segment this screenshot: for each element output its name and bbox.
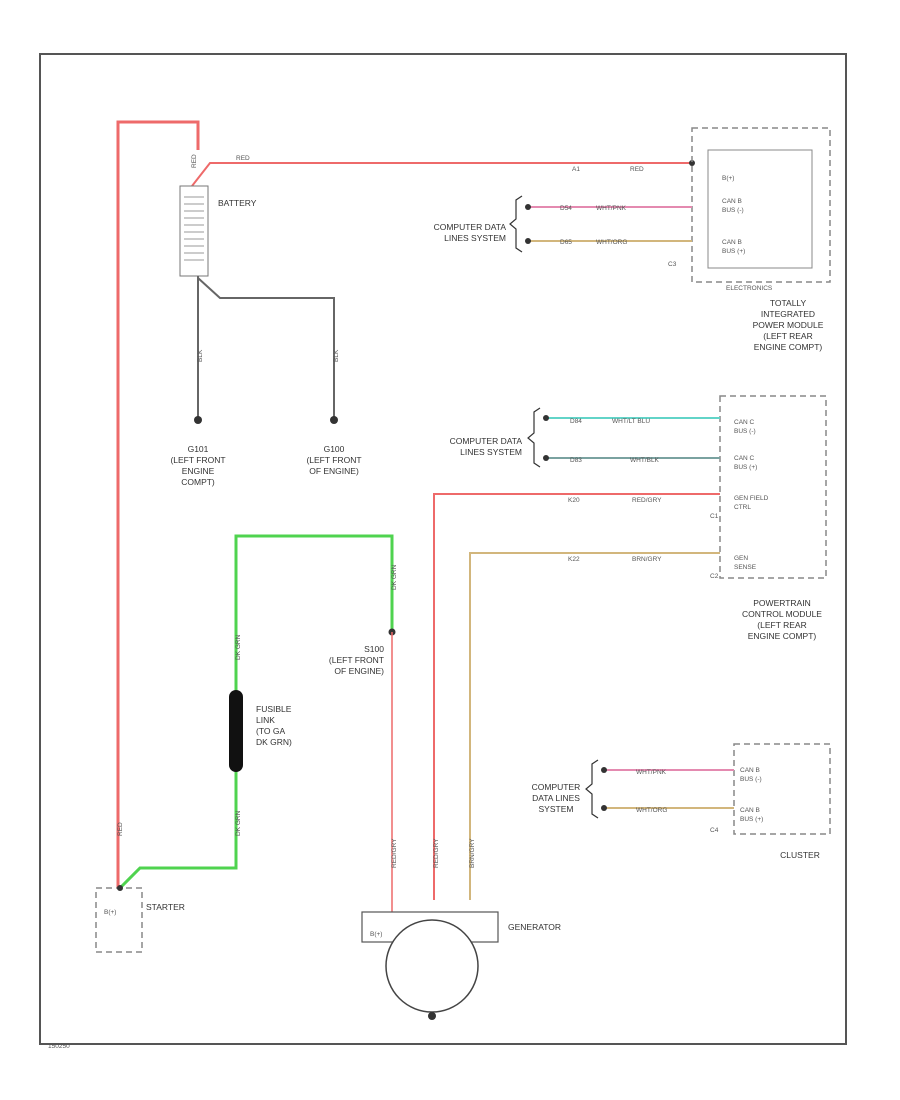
gen-field-color: RED/GRY — [632, 497, 662, 504]
starter-red-color: RED — [117, 822, 124, 836]
tipm-outline — [691, 127, 831, 283]
ground-g100-icon — [330, 416, 338, 424]
ground-g101-icon — [194, 416, 202, 424]
gen-k20-color: RED/GRY — [433, 838, 440, 868]
tipm-canb-pos-node — [525, 238, 531, 244]
cluster-outline — [733, 743, 831, 835]
wire-code-ground-1: BLK — [197, 349, 204, 362]
tipm-connector-c3: C3 — [668, 261, 677, 268]
pcm-outline — [719, 395, 827, 579]
pcm-canc-neg-node — [543, 415, 549, 421]
battery-cells-icon — [184, 196, 204, 261]
pcm-canc-pos-code: D83 — [570, 457, 582, 464]
cluster-connector-c4: C4 — [710, 827, 719, 834]
pcm-connector-c2: C2 — [710, 573, 719, 580]
cluster-name-label: CLUSTER — [780, 850, 820, 860]
gen-sense-color: BRN/GRY — [632, 556, 662, 563]
tipm-electronics-label: ELECTRONICS — [726, 285, 773, 292]
gen-field-code: K20 — [568, 497, 580, 504]
starter-pin-label: B(+) — [104, 909, 116, 916]
fusible-link-icon — [229, 690, 243, 772]
wire-code-red-top: RED — [191, 154, 198, 168]
cluster-canb-pos-color: WHT/ORG — [636, 807, 667, 814]
cluster-bracket — [585, 759, 599, 819]
pcm-canc-neg-color: WHT/LT BLU — [612, 418, 650, 425]
battery-icon — [179, 185, 209, 277]
tipm-canb-neg-node — [525, 204, 531, 210]
wire-color-battery-tipm: RED — [630, 166, 644, 173]
ground-wire-g100 — [197, 277, 335, 418]
cluster-canb-pos-node — [601, 805, 607, 811]
figure-id: 150250 — [48, 1043, 70, 1050]
red-wire-battery-tipm — [191, 162, 692, 187]
diagram-frame — [39, 53, 847, 1045]
pcm-canc-pos-color: WHT/BLK — [630, 457, 660, 464]
pcm-connector-c1: C1 — [710, 513, 719, 520]
pcm-canc-neg-code: D84 — [570, 418, 582, 425]
fusible-top-color: DK GRN — [235, 634, 242, 660]
generator-ground-icon — [428, 1012, 436, 1020]
s100-up-color: DK GRN — [391, 564, 398, 590]
tipm-electronics-box — [707, 149, 813, 269]
starter-terminal — [117, 885, 123, 891]
gen-sense-wire — [469, 552, 720, 900]
generator-icon — [385, 919, 479, 1013]
wire-code-battery-tipm: RED — [236, 155, 250, 162]
tipm-bracket — [509, 195, 523, 253]
battery-label: BATTERY — [218, 198, 257, 208]
tipm-canb-pos-code: D65 — [560, 239, 572, 246]
red-wire-battery-starter — [116, 120, 200, 888]
starter-label: STARTER — [146, 902, 185, 912]
tipm-canb-neg-code: D54 — [560, 205, 572, 212]
gen-sense-code: K22 — [568, 556, 580, 563]
tipm-canb-pos-color: WHT/ORG — [596, 239, 627, 246]
pcm-canc-pos-node — [543, 455, 549, 461]
cluster-canb-neg-node — [601, 767, 607, 773]
cluster-canb-neg-color: WHT/PNK — [636, 769, 667, 776]
fusible-bottom-color: DK GRN — [235, 810, 242, 836]
tipm-pin-b-plus: B(+) — [722, 175, 734, 182]
wire-mid-code-battery-tipm: A1 — [572, 166, 580, 173]
generator-pin-label: B(+) — [370, 931, 382, 938]
gen-red-color: RED/GRY — [391, 838, 398, 868]
generator-label: GENERATOR — [508, 922, 561, 932]
pcm-bracket — [527, 407, 541, 468]
gen-k22-color: BRN/GRY — [469, 838, 476, 868]
tipm-b-plus-terminal — [689, 160, 695, 166]
starter-outline — [95, 887, 143, 953]
gen-field-wire — [433, 493, 720, 900]
wire-code-ground-2: BLK — [333, 349, 340, 362]
tipm-canb-neg-color: WHT/PNK — [596, 205, 627, 212]
